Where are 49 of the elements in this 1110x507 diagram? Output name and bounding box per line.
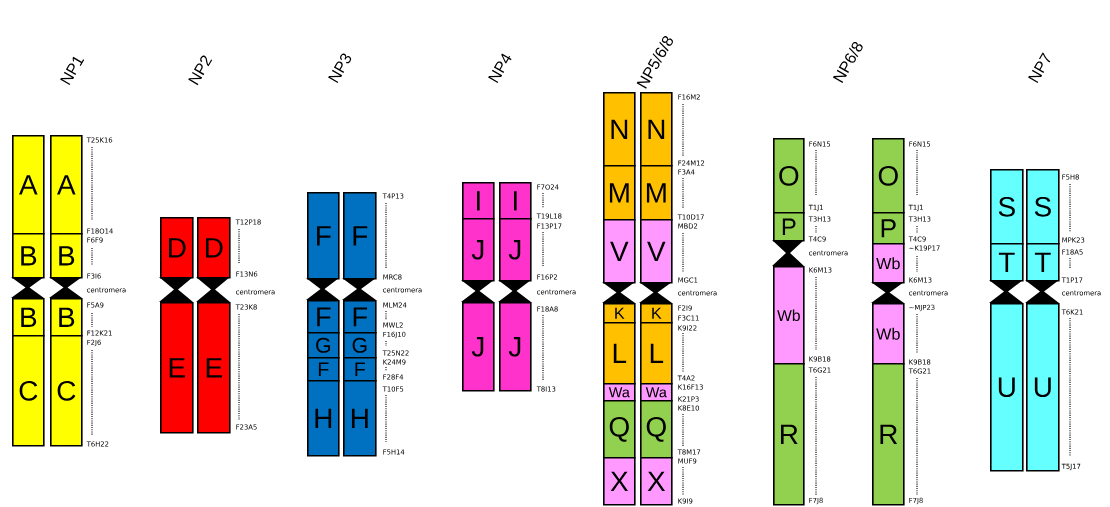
chromosome-segment: F [343,357,377,382]
chromosome-segment: D [160,217,194,279]
chromosome-segment: Wa [603,383,636,402]
chromosome-segment: Wb [773,266,805,365]
chromosome-segment: K [640,303,673,324]
chromosome-segment: R [773,363,805,506]
chromosome-segment: S [990,169,1024,245]
chromosome-segment: N [640,92,673,167]
chromosome-segment: Wa [640,383,673,402]
chromosome-segment: U [990,303,1024,472]
chromosome-segment: B [12,298,45,337]
chromosome-segment: K [603,303,636,324]
chromosome-segment: N [603,92,636,167]
chromosome-segment: Wb [872,303,905,365]
chromosome-segment: G [343,332,377,359]
chromosome-segment: J [462,218,495,282]
chromosome-segment: P [773,212,805,242]
chromosome-segment: J [462,302,495,392]
chromosome-segment: J [499,218,532,282]
chromosome-segment: S [1026,169,1060,245]
chromosome-segment: X [640,457,673,506]
chromosome-segment: T [1026,243,1060,282]
chromosome-segment: E [197,302,231,434]
chromosome-segment: M [603,165,636,221]
chromosome-segment: B [50,233,83,279]
chromosome-segment: R [872,363,905,506]
chromosome-segment: B [50,298,83,337]
chromosome-segment: T [990,243,1024,282]
chromosome-segment: E [160,302,194,434]
chromosome-segment: M [640,165,673,221]
chromosome-segment: V [603,219,636,284]
chromosome-segment: D [197,217,231,279]
chromosome-segment: F [307,192,340,280]
chromosome-segment: F [307,300,340,334]
chromosome-segment: X [603,457,636,506]
chromosome-segment: Q [603,400,636,459]
chromosome-segment: U [1026,303,1060,472]
chromosome-segment: I [462,182,495,220]
chromosome-segment: Wb [872,243,905,284]
chromosome-segment: J [499,302,532,392]
chromosome-segment: F [343,300,377,334]
chromosome-segment: V [640,219,673,284]
chromosome-segment: G [307,332,340,359]
chromosome-segment: F [307,357,340,382]
chromosome-segment: F [343,192,377,280]
chromosome-segment: P [872,212,905,245]
chromosome-segment: Q [640,400,673,459]
chromosome-segment: I [499,182,532,220]
chromosome-segment: B [12,233,45,279]
